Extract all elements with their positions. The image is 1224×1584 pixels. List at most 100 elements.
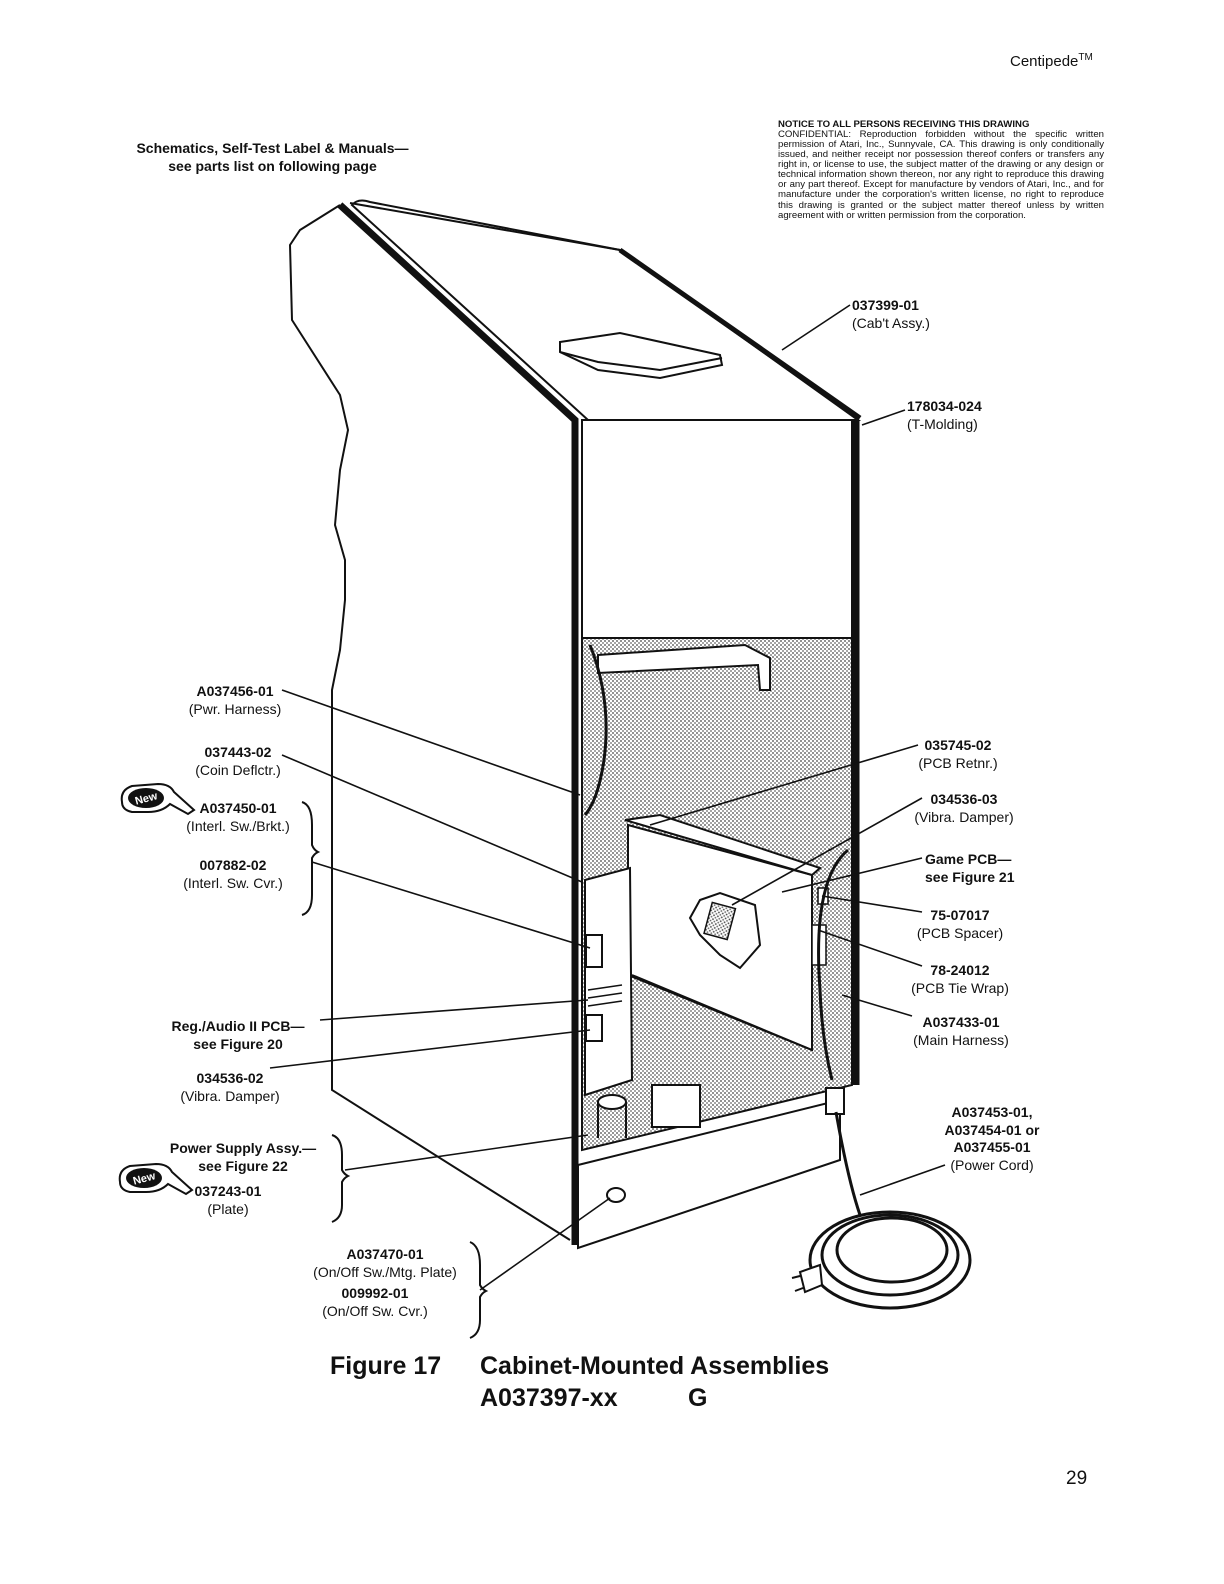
- callout-reg-audio: Reg./Audio II PCB— see Figure 20: [160, 1018, 316, 1053]
- callout-cab-assy-part: 037399-01: [852, 297, 919, 313]
- top-back-edge: [349, 202, 621, 251]
- top-molding-right: [618, 247, 862, 421]
- power-cord-plug: [791, 1263, 824, 1294]
- callout-power-supply: Power Supply Assy.— see Figure 22: [158, 1140, 328, 1175]
- reg-audio-connector: [585, 1014, 603, 1042]
- callout-power-cord-desc: (Power Cord): [950, 1156, 1034, 1173]
- callout-interl-sw-brkt: A037450-01 (Interl. Sw./Brkt.): [178, 800, 298, 835]
- callout-vibra-damper-03-part: 034536-03: [930, 791, 998, 807]
- callout-coin-deflctr-desc: (Coin Deflctr.): [195, 761, 281, 778]
- callout-cab-assy: 037399-01 (Cab't Assy.): [852, 297, 930, 332]
- callout-onoff-sw-cvr-desc: (On/Off Sw. Cvr.): [322, 1302, 428, 1319]
- callout-onoff-sw-cvr-part: 009992-01: [341, 1285, 409, 1301]
- callout-pcb-tie-wrap-part: 78-24012: [930, 962, 990, 978]
- top-left-note-line1: Schematics, Self-Test Label & Manuals—: [136, 140, 409, 156]
- figure-title: Cabinet-Mounted Assemblies: [480, 1352, 830, 1380]
- callout-interl-sw-brkt-desc: (Interl. Sw./Brkt.): [186, 817, 290, 834]
- callout-game-pcb-line2: see Figure 21: [925, 868, 1015, 885]
- callout-plate-part: 037243-01: [194, 1183, 262, 1199]
- new-hand-icon: New: [118, 1162, 194, 1196]
- reg-audio-bracket: [584, 866, 634, 1097]
- callout-game-pcb-line1: Game PCB—: [925, 851, 1012, 867]
- callout-power-cord-line2: A037454-01 or: [944, 1121, 1040, 1138]
- callout-onoff-sw-plate-desc: (On/Off Sw./Mtg. Plate): [313, 1263, 457, 1280]
- power-cord-strain: [825, 1087, 845, 1115]
- callout-pcb-retnr: 035745-02 (PCB Retnr.): [908, 737, 1008, 772]
- power-transformer: [651, 1084, 701, 1128]
- page-number: 29: [1066, 1468, 1088, 1489]
- callout-pwr-harness: A037456-01 (Pwr. Harness): [180, 683, 290, 718]
- callout-power-cord-line3: A037455-01: [953, 1139, 1031, 1155]
- callout-coin-deflctr: 037443-02 (Coin Deflctr.): [186, 744, 290, 779]
- callout-braces: [301, 801, 489, 1339]
- callout-reg-audio-line2: see Figure 20: [193, 1035, 283, 1052]
- callout-plate: 037243-01 (Plate): [188, 1183, 268, 1218]
- new-badge-1: New: [118, 780, 196, 823]
- interlock-switch: [585, 934, 603, 968]
- callout-main-harness-part: A037433-01: [922, 1014, 1000, 1030]
- callout-onoff-sw-plate-part: A037470-01: [346, 1246, 424, 1262]
- power-cord-line: [834, 1111, 862, 1216]
- power-cord-coil-mid: [820, 1213, 960, 1297]
- new-badge-2: New: [116, 1160, 194, 1203]
- top-left-note-line2: see parts list on following page: [168, 157, 377, 174]
- pwr-harness-curve: [583, 644, 608, 816]
- callout-pcb-retnr-part: 035745-02: [924, 737, 992, 753]
- callout-t-molding-desc: (T-Molding): [907, 415, 978, 432]
- callout-onoff-sw-plate: A037470-01 (On/Off Sw./Mtg. Plate): [300, 1246, 470, 1281]
- pcb-retainer: [624, 813, 822, 877]
- callout-power-supply-line1: Power Supply Assy.—: [169, 1140, 317, 1156]
- reg-audio-heatsink: [587, 984, 623, 1007]
- figure-revision: G: [688, 1384, 708, 1412]
- callout-interl-sw-cvr-desc: (Interl. Sw. Cvr.): [183, 874, 283, 891]
- callout-vibra-damper-03-desc: (Vibra. Damper): [914, 808, 1014, 825]
- callout-cab-assy-desc: (Cab't Assy.): [852, 314, 930, 331]
- top-handle-edge: [559, 351, 723, 372]
- callout-plate-desc: (Plate): [207, 1200, 249, 1217]
- callout-vibra-damper-03: 034536-03 (Vibra. Damper): [906, 791, 1022, 826]
- callout-vibra-damper-02-desc: (Vibra. Damper): [180, 1087, 280, 1104]
- leader-lines: [269, 304, 946, 1291]
- onoff-switch: [606, 1187, 626, 1203]
- callout-pcb-spacer-part: 75-07017: [930, 907, 990, 923]
- callout-game-pcb: Game PCB— see Figure 21: [925, 851, 1015, 886]
- callout-pcb-retnr-desc: (PCB Retnr.): [918, 754, 998, 771]
- notice-title: NOTICE TO ALL PERSONS RECEIVING THIS DRA…: [778, 119, 1030, 130]
- callout-onoff-sw-cvr: 009992-01 (On/Off Sw. Cvr.): [305, 1285, 445, 1320]
- top-panel-edge: [337, 202, 579, 1245]
- callout-interl-sw-cvr: 007882-02 (Interl. Sw. Cvr.): [175, 857, 291, 892]
- header-trademark: TM: [1078, 52, 1093, 63]
- interior-shelf: [597, 643, 771, 691]
- new-badge-1-text: New: [134, 790, 159, 808]
- callout-main-harness-desc: (Main Harness): [913, 1031, 1009, 1048]
- figure-number: Figure 17: [330, 1352, 442, 1380]
- callout-main-harness: A037433-01 (Main Harness): [904, 1014, 1018, 1049]
- main-harness-curve: [817, 848, 849, 1081]
- top-surface: [350, 199, 862, 421]
- callout-pcb-tie-wrap: 78-24012 (PCB Tie Wrap): [904, 962, 1016, 997]
- new-badge-2-text: New: [132, 1170, 157, 1188]
- top-left-note: Schematics, Self-Test Label & Manuals— s…: [120, 140, 425, 175]
- callout-coin-deflctr-part: 037443-02: [204, 744, 272, 760]
- cabinet-side-outline: [288, 204, 571, 1241]
- confidential-notice: NOTICE TO ALL PERSONS RECEIVING THIS DRA…: [778, 119, 1104, 221]
- power-capacitor-body: [597, 1102, 627, 1138]
- callout-pwr-harness-desc: (Pwr. Harness): [188, 700, 282, 717]
- callout-interl-sw-cvr-part: 007882-02: [199, 857, 267, 873]
- page-header: CentipedeTM: [1010, 52, 1093, 72]
- callout-power-supply-line2: see Figure 22: [198, 1157, 288, 1174]
- callout-power-cord-line1: A037453-01,: [951, 1104, 1033, 1120]
- callout-pcb-tie-wrap-desc: (PCB Tie Wrap): [911, 979, 1009, 996]
- vibra-damper-pad: [703, 901, 737, 941]
- cabinet-floor: [631, 974, 813, 1051]
- figure-part-number: A037397-xx: [480, 1384, 618, 1412]
- callout-t-molding: 178034-024 (T-Molding): [907, 398, 982, 433]
- power-cord-coil-outer: [808, 1210, 972, 1310]
- callout-interl-sw-brkt-part: A037450-01: [199, 800, 277, 816]
- callout-power-cord: A037453-01, A037454-01 or A037455-01 (Po…: [932, 1104, 1052, 1174]
- callout-pwr-harness-part: A037456-01: [196, 683, 274, 699]
- power-cord-coil-inner: [835, 1216, 949, 1284]
- callout-pcb-spacer-desc: (PCB Spacer): [916, 924, 1004, 941]
- rear-upper-panel: [581, 419, 853, 639]
